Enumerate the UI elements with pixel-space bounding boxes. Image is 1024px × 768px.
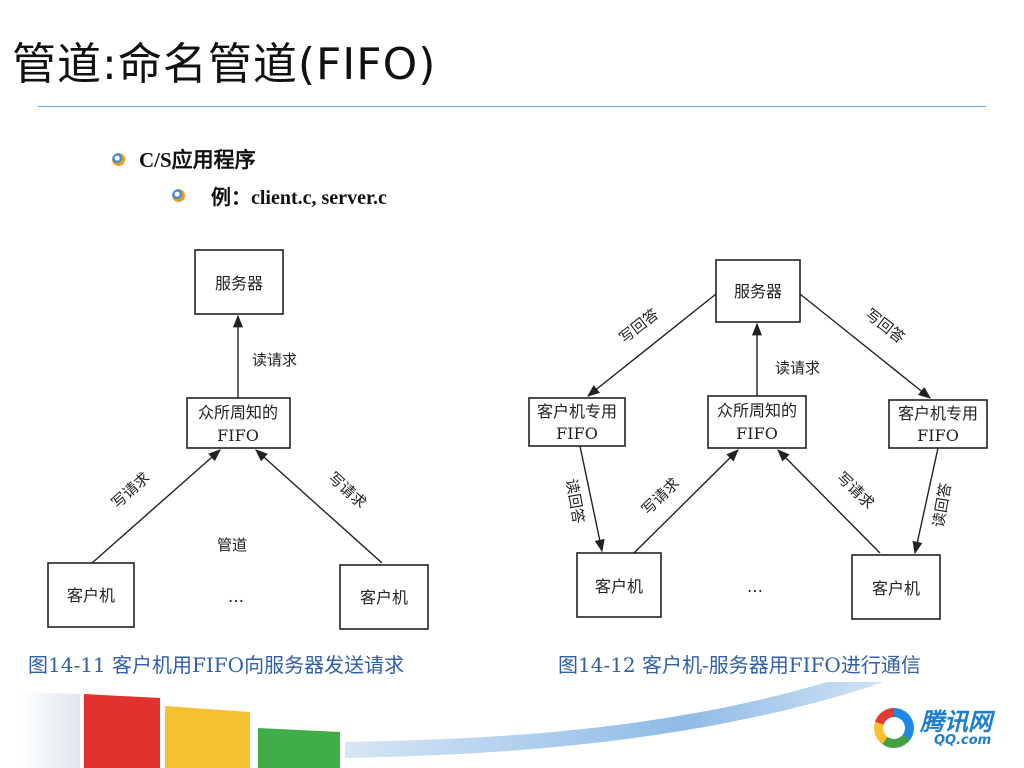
diagram-canvas: 服务器 众所周知的 FIFO 读请求 客户机 客户机 写请求 写请求 管道 … …	[28, 249, 988, 677]
ellipsis: …	[228, 587, 244, 606]
figure-caption-left: 图14-11 客户机用FIFO向服务器发送请求	[28, 653, 404, 677]
pipe-label: 管道	[217, 536, 247, 554]
server-label: 服务器	[734, 282, 782, 301]
read-reply-arrow-left	[579, 445, 605, 553]
fifo-label-line1: 众所周知的	[198, 403, 278, 422]
server-label: 服务器	[215, 274, 263, 293]
band-segment-green	[258, 728, 340, 768]
band-segment-red	[84, 694, 160, 768]
bullet-item: C/S应用程序	[112, 144, 256, 174]
server-box	[715, 259, 801, 323]
logo-sub-text: QQ.com	[934, 732, 992, 748]
figure-caption-right: 图14-12 客户机-服务器用FIFO进行通信	[558, 653, 921, 677]
fifo-label-line2: FIFO	[736, 424, 778, 443]
slide-title: 管道:命名管道(FIFO)	[12, 39, 437, 90]
bullet-icon	[112, 152, 125, 166]
logo-main-text: 腾讯网	[920, 707, 992, 736]
figure-14-12: 服务器 众所周知的 FIFO 读请求 客户机专用 FIFO 客户机专用 FIFO…	[528, 259, 988, 677]
write-request-label-right: 写请求	[833, 468, 878, 512]
write-reply-arrow-left	[587, 293, 717, 397]
client-box-right	[339, 564, 429, 630]
read-reply-arrow-right	[912, 447, 939, 555]
tencent-logo: 腾讯网 QQ.com	[874, 708, 992, 748]
write-request-arrow-right	[777, 449, 881, 554]
bullet-text: 例：client.c, server.c	[211, 187, 387, 209]
bullet-icon	[172, 189, 185, 202]
fifo-box	[707, 395, 807, 449]
client-fifo-label-left-line2: FIFO	[556, 424, 598, 443]
fifo-label-line2: FIFO	[217, 426, 259, 445]
client-label-left: 客户机	[67, 586, 115, 605]
write-reply-arrow-right	[799, 293, 931, 399]
client-label-right: 客户机	[872, 579, 920, 598]
decorative-footer-band	[20, 682, 884, 768]
fifo-box	[186, 397, 291, 449]
qq-logo-icon	[874, 708, 914, 748]
band-wave-blue	[345, 682, 884, 758]
read-request-label: 读请求	[252, 351, 297, 369]
fifo-label-line1: 众所周知的	[717, 401, 797, 420]
figure-14-11: 服务器 众所周知的 FIFO 读请求 客户机 客户机 写请求 写请求 管道 … …	[28, 249, 429, 677]
write-request-arrow-left	[91, 449, 221, 564]
write-request-label-right: 写请求	[325, 469, 370, 512]
title-divider	[38, 106, 986, 107]
client-box-left	[576, 552, 662, 618]
client-fifo-label-right-line2: FIFO	[917, 426, 959, 445]
server-box	[194, 249, 284, 315]
client-box-right	[851, 554, 941, 620]
band-segment-gray	[20, 692, 80, 768]
write-reply-label-right: 写回答	[862, 305, 909, 347]
ellipsis: …	[747, 577, 763, 596]
figure-panel: 服务器 众所周知的 FIFO 读请求 客户机 客户机 写请求 写请求 管道 … …	[22, 232, 996, 682]
client-box-left	[47, 562, 135, 628]
client-fifo-label-right-line1: 客户机专用	[898, 404, 978, 423]
band-segment-yellow	[165, 706, 250, 768]
client-label-left: 客户机	[595, 577, 643, 596]
read-reply-label-left: 读回答	[562, 477, 588, 524]
client-fifo-box-left	[528, 397, 626, 447]
bullet-text: C/S应用程序	[139, 148, 256, 172]
sub-bullet-item: 例：client.c, server.c	[172, 181, 387, 210]
read-reply-label-right: 读回答	[929, 481, 955, 528]
client-fifo-label-left-line1: 客户机专用	[537, 402, 617, 421]
client-label-right: 客户机	[360, 588, 408, 607]
write-request-arrow-right	[255, 449, 383, 564]
write-request-label-left: 写请求	[108, 469, 153, 512]
write-reply-label-left: 写回答	[616, 305, 663, 347]
write-request-arrow-left	[633, 449, 739, 554]
read-request-label: 读请求	[775, 359, 820, 377]
